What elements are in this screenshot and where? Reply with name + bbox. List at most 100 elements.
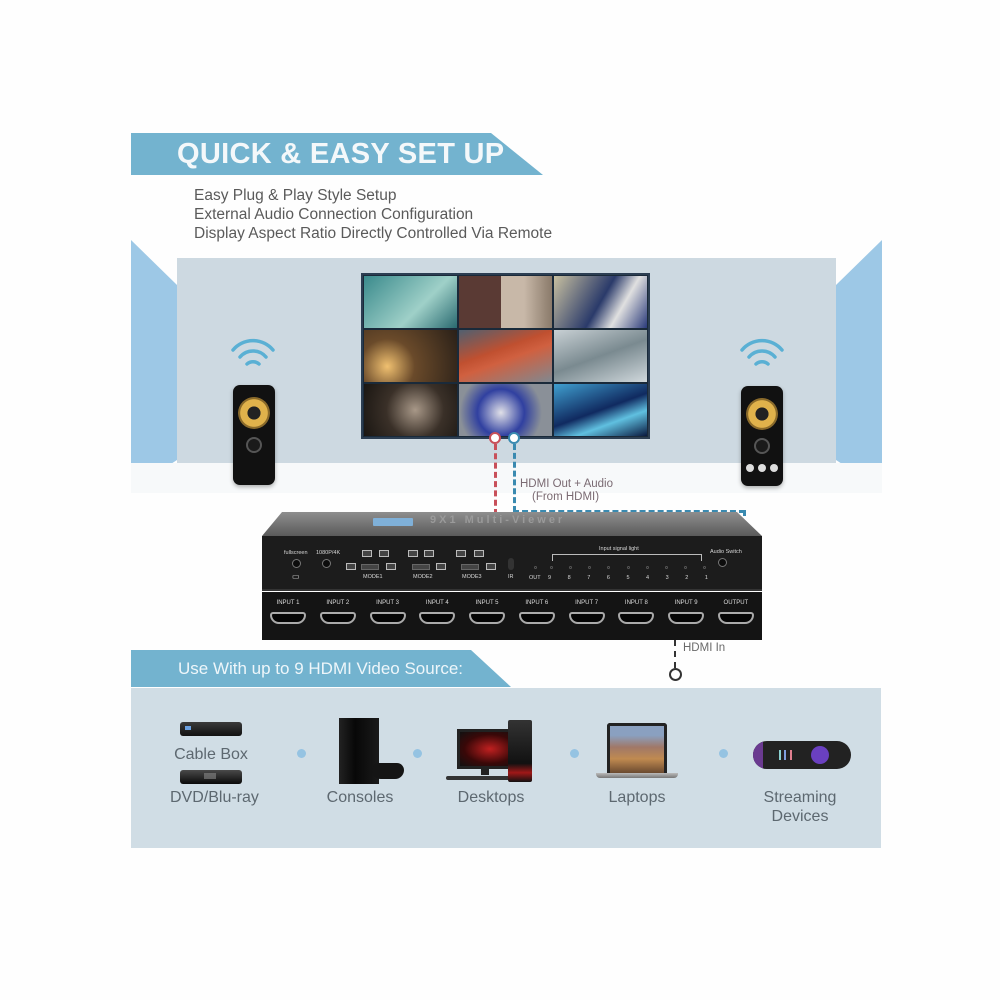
signal-number: 8	[567, 575, 571, 581]
volume-knob	[246, 437, 262, 453]
cable-box-icon	[180, 722, 242, 736]
sources-banner	[131, 650, 511, 687]
layout-icon	[456, 550, 466, 557]
hdmi-out-cable	[743, 510, 746, 528]
signal-leds	[550, 566, 706, 569]
tv-tile-motorcycle	[459, 384, 552, 436]
audio-switch-button[interactable]	[718, 558, 727, 567]
port-label: INPUT 3	[376, 600, 399, 606]
source-label-desktops: Desktops	[457, 789, 525, 806]
signal-number: 5	[626, 575, 630, 581]
layout-icon	[362, 550, 372, 557]
resolution-button[interactable]	[322, 559, 331, 568]
signal-light-label: Input signal light	[599, 546, 639, 552]
remote-button	[784, 750, 786, 760]
layout-icon	[408, 550, 418, 557]
hdmi-port-output[interactable]: OUTPUT	[717, 600, 754, 624]
signal-number: 4	[646, 575, 650, 581]
mode3-switch[interactable]	[461, 564, 479, 570]
hdmi-port-input-4[interactable]: INPUT 4	[419, 600, 456, 624]
signal-led	[550, 566, 553, 569]
layout-icon	[474, 550, 484, 557]
wireless-signal-icon	[231, 338, 275, 366]
port-row: INPUT 1 INPUT 2 INPUT 3 INPUT 4 INPUT 5 …	[270, 600, 754, 624]
feature-item: Easy Plug & Play Style Setup	[194, 187, 397, 204]
port-label: INPUT 4	[425, 600, 449, 606]
layout-icon	[436, 563, 446, 570]
hdmi-port-input-7[interactable]: INPUT 7	[568, 600, 605, 624]
port-label: INPUT 8	[624, 600, 648, 606]
separator-dot	[297, 749, 306, 758]
brand-logo	[373, 518, 413, 526]
speaker-button	[758, 464, 766, 472]
hdmi-port-input-6[interactable]: INPUT 6	[518, 600, 555, 624]
separator-dot	[413, 749, 422, 758]
signal-number: 3	[665, 575, 669, 581]
hdmi-port-icon	[469, 612, 506, 624]
hdmi-in-connector-icon	[669, 668, 682, 681]
separator-dot	[719, 749, 728, 758]
remote-dpad	[811, 746, 829, 764]
source-label-streaming: Streaming Devices	[750, 788, 850, 826]
port-label: INPUT 9	[674, 600, 698, 606]
resolution-label: 1080P/4K	[316, 550, 341, 556]
wireless-signal-icon	[740, 338, 784, 366]
hdmi-port-input-8[interactable]: INPUT 8	[618, 600, 655, 624]
hdmi-port-icon	[668, 612, 705, 624]
speaker-button	[770, 464, 778, 472]
laptop-base-icon	[596, 773, 678, 778]
mode2-switch[interactable]	[412, 564, 430, 570]
signal-number: 1	[704, 575, 708, 581]
desktop-monitor-icon	[457, 729, 513, 769]
signal-numbers: 9 8 7 6 5 4 3 2 1	[548, 575, 708, 581]
device-model-label: 9X1 Multi-Viewer	[430, 514, 566, 526]
keyboard-icon	[446, 776, 510, 780]
dvd-tray	[204, 773, 216, 779]
hdmi-port-icon	[369, 612, 406, 624]
source-label-laptops: Laptops	[608, 789, 666, 806]
multiviewer-ports-panel: INPUT 1 INPUT 2 INPUT 3 INPUT 4 INPUT 5 …	[262, 592, 762, 640]
mode2-label: MODE2	[413, 574, 433, 580]
tv-tile-engine	[459, 330, 552, 382]
source-label-cable-box: Cable Box	[174, 746, 248, 763]
fullscreen-button[interactable]	[292, 559, 301, 568]
source-label-line: Devices	[771, 808, 829, 825]
signal-led	[607, 566, 611, 569]
hdmi-port-input-2[interactable]: INPUT 2	[319, 600, 356, 624]
page-title: QUICK & EASY SET UP	[177, 138, 505, 170]
screen-icon: ▭	[292, 572, 300, 581]
source-label-dvd: DVD/Blu-ray	[170, 789, 259, 806]
out-label: OUT	[529, 575, 541, 581]
signal-number: 6	[606, 575, 610, 581]
port-label: OUTPUT	[723, 600, 749, 606]
mode1-label: MODE1	[363, 574, 383, 580]
layout-icon	[424, 550, 434, 557]
output-led	[534, 566, 537, 569]
remote-button	[790, 750, 792, 760]
left-speaker	[233, 385, 275, 485]
ir-sensor	[508, 558, 514, 570]
signal-number: 7	[587, 575, 591, 581]
dvd-player-icon	[180, 770, 242, 784]
layout-icon	[386, 563, 396, 570]
cable-label-line: (From HDMI)	[532, 491, 600, 503]
tv-audio-port-dot	[489, 432, 501, 444]
tv-tile-woman-reading	[364, 384, 457, 436]
mode1-switch[interactable]	[361, 564, 379, 570]
hdmi-port-input-9[interactable]: INPUT 9	[668, 600, 705, 624]
hdmi-port-input-5[interactable]: INPUT 5	[469, 600, 506, 624]
speaker-woofer	[746, 398, 778, 430]
tv-tile-package	[459, 276, 552, 328]
hdmi-port-icon	[568, 612, 605, 624]
layout-icon	[379, 550, 389, 557]
cable-label: HDMI Out + Audio (From HDMI)	[520, 478, 613, 504]
hdmi-port-input-3[interactable]: INPUT 3	[369, 600, 406, 624]
speaker-woofer	[238, 397, 270, 429]
tv-tile-surfer	[364, 276, 457, 328]
signal-number: 9	[548, 575, 552, 581]
port-label: INPUT 7	[575, 600, 599, 606]
signal-led	[664, 566, 668, 569]
hdmi-port-input-1[interactable]: INPUT 1	[270, 600, 306, 624]
signal-led	[626, 566, 630, 569]
port-label: INPUT 2	[326, 600, 350, 606]
